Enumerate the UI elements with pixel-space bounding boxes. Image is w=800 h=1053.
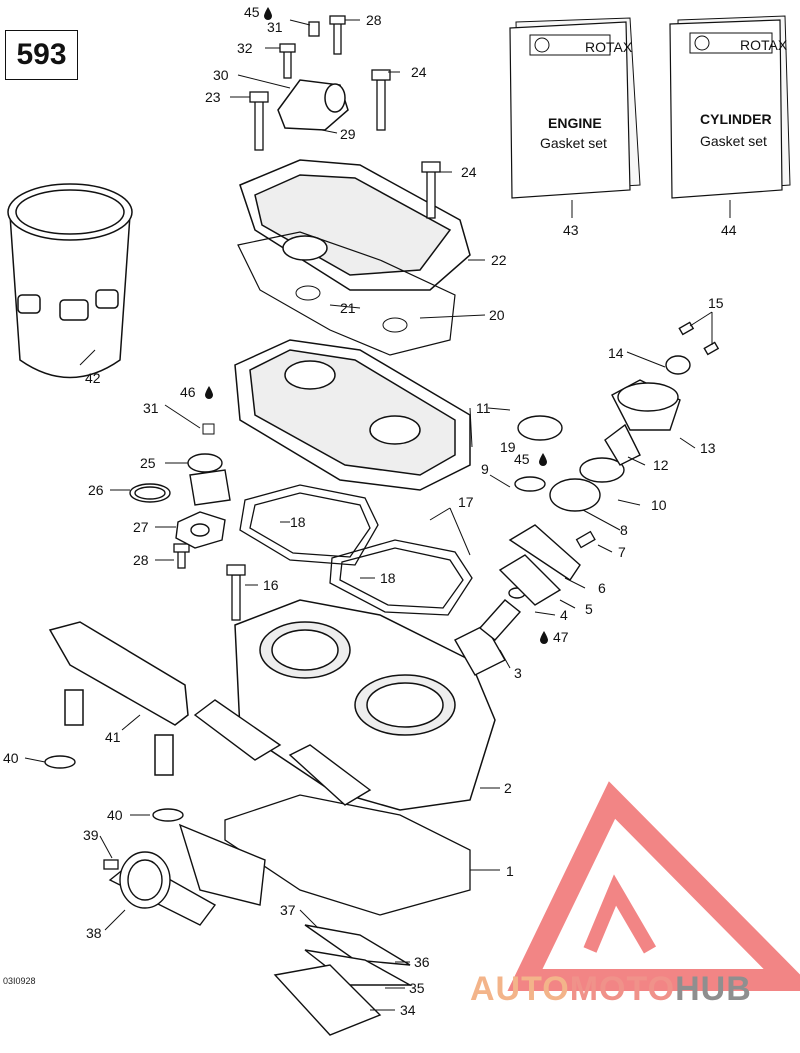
callout-18a: 18 bbox=[290, 514, 306, 530]
callout-3: 3 bbox=[514, 665, 522, 681]
callout-9: 9 bbox=[481, 461, 489, 477]
callout-45a: 45 bbox=[244, 4, 260, 20]
callout-40b: 40 bbox=[107, 807, 123, 823]
watermark-hub: HUB bbox=[675, 970, 752, 1008]
manual-43-subtitle: Gasket set bbox=[540, 135, 607, 151]
engine-gasket-manual bbox=[509, 17, 641, 199]
callout-35: 35 bbox=[409, 980, 425, 996]
callout-labels: 45 31 28 32 30 23 24 29 24 22 21 20 43 4… bbox=[3, 4, 737, 1018]
clamp-40b bbox=[152, 808, 184, 822]
callout-13: 13 bbox=[700, 440, 716, 456]
cylinder-base-gasket bbox=[224, 794, 471, 916]
watermark-logo bbox=[507, 781, 800, 991]
watermark-auto: AUTO bbox=[470, 970, 570, 1008]
o-ring-21b bbox=[382, 317, 408, 333]
callout-47: 47 bbox=[553, 629, 569, 645]
cylinder-sleeve bbox=[7, 183, 133, 379]
cylinder-gasket-manual bbox=[669, 15, 791, 199]
oil-drop-icon bbox=[539, 453, 547, 466]
callout-31a: 31 bbox=[267, 19, 283, 35]
callout-6: 6 bbox=[598, 580, 606, 596]
base-gaskets bbox=[239, 484, 473, 616]
callout-14: 14 bbox=[608, 345, 624, 361]
callout-44: 44 bbox=[721, 222, 737, 238]
o-ring-21a bbox=[295, 285, 321, 301]
cylinder bbox=[234, 599, 496, 811]
callout-39: 39 bbox=[83, 827, 99, 843]
callout-1: 1 bbox=[506, 863, 514, 879]
leader-lines bbox=[24, 19, 731, 1011]
callout-40a: 40 bbox=[3, 750, 19, 766]
intake-group bbox=[108, 699, 413, 1036]
callout-36: 36 bbox=[414, 954, 430, 970]
callout-34: 34 bbox=[400, 1002, 416, 1018]
callout-41: 41 bbox=[105, 729, 121, 745]
manual-43-title: ENGINE bbox=[548, 115, 602, 131]
exhaust-manifold bbox=[48, 621, 189, 776]
cylinder-head bbox=[239, 159, 471, 291]
callout-11: 11 bbox=[476, 400, 491, 416]
callout-23: 23 bbox=[205, 89, 221, 105]
callout-19: 19 bbox=[500, 439, 516, 455]
callout-45b: 45 bbox=[514, 451, 530, 467]
callout-10: 10 bbox=[651, 497, 667, 513]
manual-44-title: CYLINDER bbox=[700, 111, 772, 127]
callout-5: 5 bbox=[585, 601, 593, 617]
callout-16: 16 bbox=[263, 577, 279, 593]
page-number: 593 bbox=[5, 30, 78, 80]
watermark-moto: MOTO bbox=[569, 970, 676, 1008]
callout-2: 2 bbox=[504, 780, 512, 796]
watermark-text: AUTOMOTOHUB bbox=[470, 970, 752, 1009]
callout-4: 4 bbox=[560, 607, 568, 623]
callout-42: 42 bbox=[85, 370, 101, 386]
callout-28b: 28 bbox=[133, 552, 149, 568]
clamp-40a bbox=[44, 755, 76, 769]
callout-28a: 28 bbox=[366, 12, 382, 28]
callout-27: 27 bbox=[133, 519, 149, 535]
callout-30: 30 bbox=[213, 67, 229, 83]
head-cover bbox=[234, 339, 471, 491]
callout-24b: 24 bbox=[461, 164, 477, 180]
head-gasket bbox=[237, 231, 456, 356]
callout-46: 46 bbox=[180, 384, 196, 400]
callout-37: 37 bbox=[280, 902, 296, 918]
callout-31b: 31 bbox=[143, 400, 159, 416]
oil-drop-icon bbox=[540, 631, 548, 644]
callout-25: 25 bbox=[140, 455, 156, 471]
callout-18b: 18 bbox=[380, 570, 396, 586]
callout-7: 7 bbox=[618, 544, 626, 560]
drawing-reference: 03I0928 bbox=[3, 976, 36, 986]
callout-8: 8 bbox=[620, 522, 628, 538]
plug-31 bbox=[202, 423, 215, 435]
callout-12: 12 bbox=[653, 457, 669, 473]
callout-17: 17 bbox=[458, 494, 474, 510]
callout-15: 15 bbox=[708, 295, 724, 311]
callout-38: 38 bbox=[86, 925, 102, 941]
manual-43-brand: ROTAX bbox=[585, 39, 633, 55]
oil-drop-icon bbox=[205, 386, 213, 399]
rave-valve-group bbox=[454, 321, 720, 676]
callout-29: 29 bbox=[340, 126, 356, 142]
manual-44-brand: ROTAX bbox=[740, 37, 788, 53]
callout-26: 26 bbox=[88, 482, 104, 498]
bolts bbox=[103, 15, 596, 870]
callout-24a: 24 bbox=[411, 64, 427, 80]
callout-21: 21 bbox=[340, 300, 356, 316]
callout-43: 43 bbox=[563, 222, 579, 238]
water-outlet bbox=[277, 79, 349, 131]
callout-22: 22 bbox=[491, 252, 507, 268]
callout-20: 20 bbox=[489, 307, 505, 323]
manual-44-subtitle: Gasket set bbox=[700, 133, 767, 149]
callout-32: 32 bbox=[237, 40, 253, 56]
thermostat-group bbox=[129, 453, 231, 549]
